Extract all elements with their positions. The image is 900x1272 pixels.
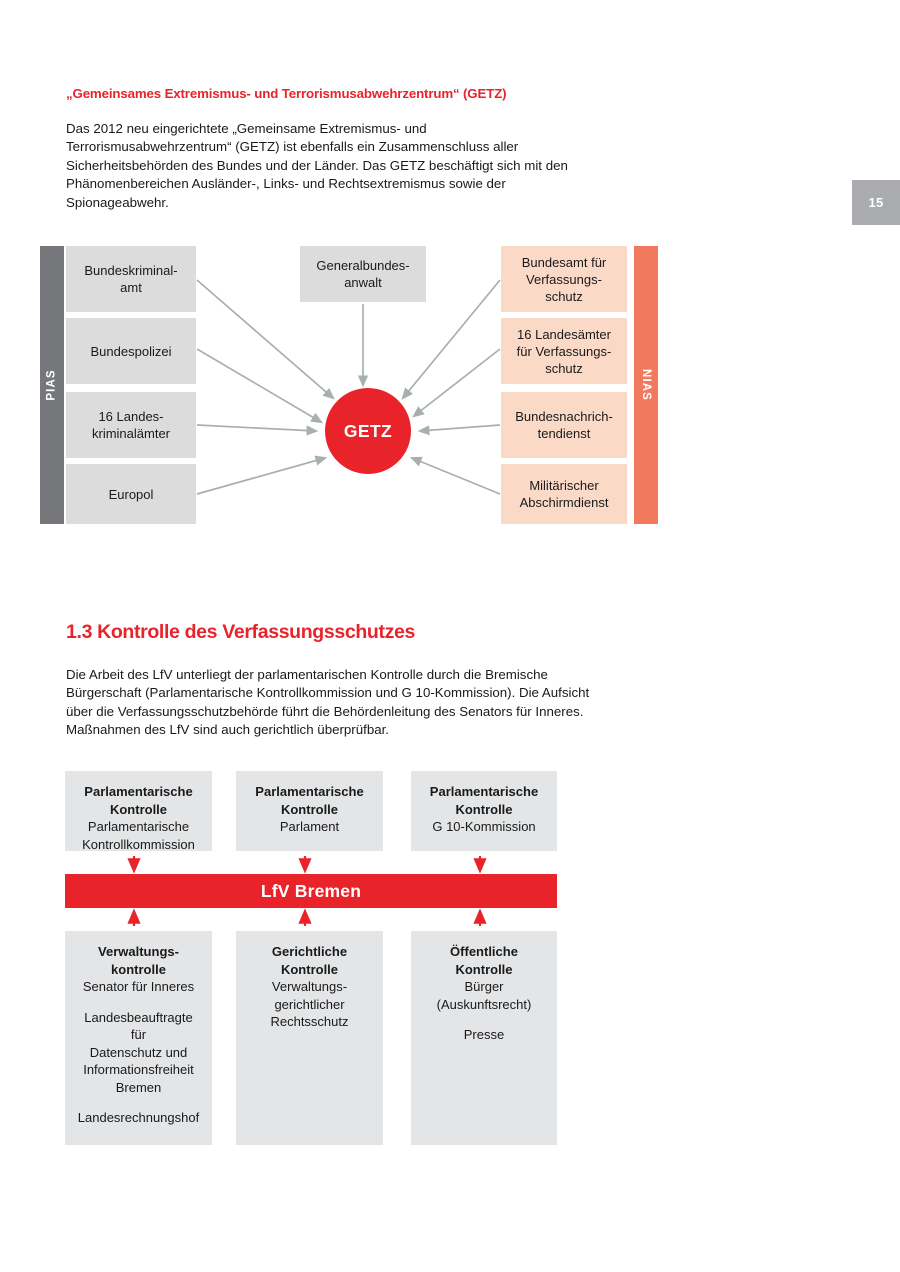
page-number-badge: 15 (852, 180, 900, 225)
getz-section-paragraph: Das 2012 neu eingerichtete „Gemeinsame E… (66, 121, 568, 210)
getz-section-heading: „Gemeinsames Extremismus- und Terrorismu… (66, 86, 507, 101)
control-box-verwaltungskontrolle: Verwaltungs-kontrolle Senator für Innere… (65, 931, 212, 1145)
getz-arrow-layer (196, 279, 501, 495)
control-section-paragraph: Die Arbeit des LfV unterliegt der parlam… (66, 667, 590, 738)
control-box-line: Parlament (279, 819, 340, 834)
control-box-line: Landesrechnungshof (77, 1110, 200, 1125)
pias-group-bar: PIAS (40, 246, 64, 524)
node-generalbundesanwalt: Generalbundes-anwalt (300, 246, 426, 302)
getz-center-node: GETZ (325, 388, 411, 474)
node-europol: Europol (66, 464, 196, 524)
getz-diagram: PIAS NIAS Bundeskriminal-amt Bundespoliz… (40, 246, 658, 524)
nias-group-bar: NIAS (634, 246, 658, 524)
node-landeskriminalaemter: 16 Landes-kriminalämter (66, 392, 196, 458)
control-box-line: Bürger(Auskunftsrecht) (436, 979, 532, 1012)
spacer (75, 996, 202, 1009)
control-box-line: G 10-Kommission (432, 819, 536, 834)
node-bundesnachrichtendienst: Bundesnachrich-tendienst (501, 392, 627, 458)
control-box-title: Verwaltungs-kontrolle (98, 944, 179, 977)
control-box-line: Presse (463, 1027, 505, 1042)
node-bundeskriminalamt: Bundeskriminal-amt (66, 246, 196, 312)
lfv-bremen-bar: LfV Bremen (65, 874, 557, 908)
control-box-line: Senator für Inneres (82, 979, 195, 994)
spacer (421, 1013, 547, 1026)
control-section-heading: 1.3 Kontrolle des Verfassungsschutzes (66, 621, 416, 643)
node-bundespolizei: Bundespolizei (66, 318, 196, 384)
spacer (75, 1096, 202, 1109)
